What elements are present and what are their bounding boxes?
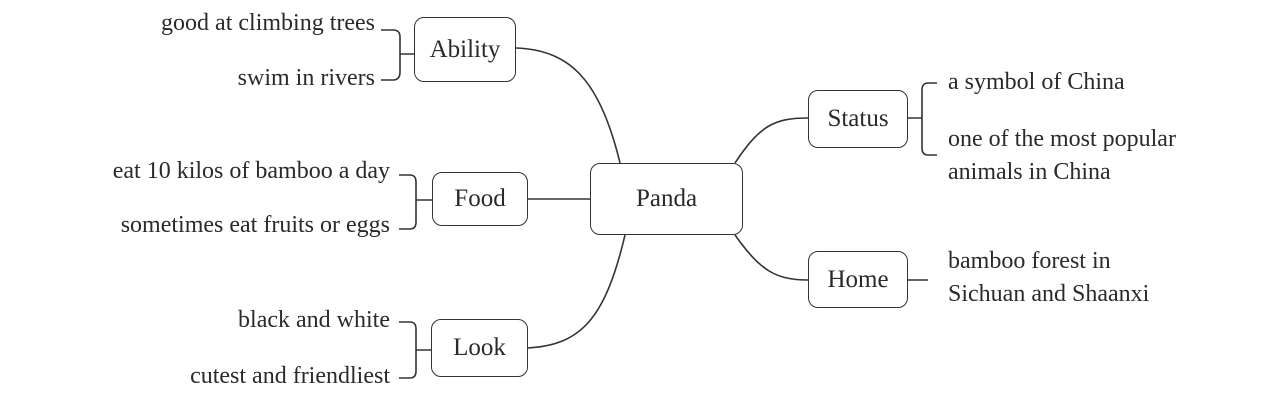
link-panda-status: [734, 117, 809, 164]
leaf-status-1: a symbol of China: [948, 69, 1125, 95]
link-panda-look: [527, 234, 626, 349]
branch-label: Look: [453, 334, 506, 361]
brace-ability: [381, 29, 414, 81]
branch-node-status: Status: [808, 90, 908, 148]
branch-label: Ability: [429, 35, 501, 63]
branch-label: Status: [827, 105, 889, 132]
leaf-look-2: cutest and friendliest: [190, 363, 390, 389]
link-panda-ability: [515, 47, 621, 164]
branch-node-look: Look: [431, 319, 528, 377]
branch-node-home: Home: [808, 251, 908, 308]
leaf-ability-2: swim in rivers: [237, 65, 375, 91]
leaf-home: bamboo forest in Sichuan and Shaanxi: [948, 248, 1150, 307]
leaf-look-1: black and white: [238, 307, 390, 333]
brace-status: [908, 82, 937, 156]
link-panda-home: [734, 234, 809, 281]
center-node-label: Panda: [635, 185, 698, 212]
branch-label: Home: [827, 265, 889, 293]
branch-node-food: Food: [432, 172, 528, 226]
brace-food: [399, 174, 432, 230]
leaf-food-1: eat 10 kilos of bamboo a day: [112, 158, 390, 184]
center-node-panda: Panda: [590, 163, 743, 235]
leaf-food-2: sometimes eat fruits or eggs: [120, 212, 390, 238]
branch-node-ability: Ability: [414, 17, 516, 82]
leaf-status-2: one of the most popular animals in China: [948, 126, 1176, 185]
branch-label: Food: [454, 185, 506, 212]
leaf-ability-1: good at climbing trees: [161, 10, 375, 36]
brace-look: [399, 321, 431, 379]
